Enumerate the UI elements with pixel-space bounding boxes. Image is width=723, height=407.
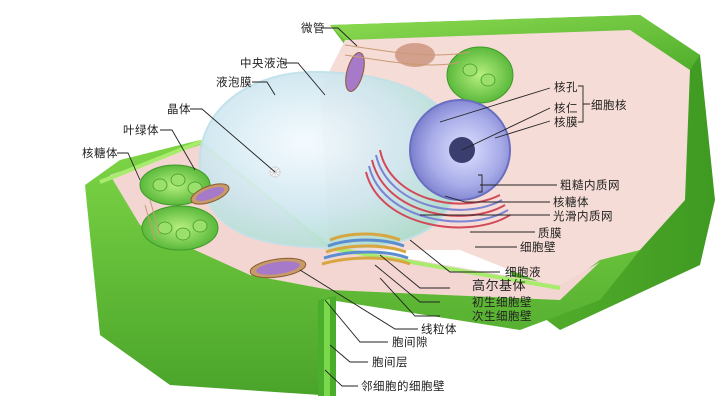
- label-smooth-er: 光滑内质网: [553, 209, 613, 223]
- golgi-apparatus: [321, 232, 411, 266]
- grana-top: [462, 63, 496, 87]
- chloroplast-2: [141, 205, 219, 251]
- label-rough-er: 粗糙内质网: [560, 178, 620, 192]
- label-plasma-membrane: 质膜: [538, 226, 562, 240]
- mitochondrion-1-matrix: [195, 187, 225, 201]
- label-intercellular-space: 胞间隙: [392, 335, 428, 349]
- label-nuclear-pore: 核孔: [554, 80, 578, 94]
- label-microtubule: 微管: [301, 21, 325, 35]
- label-ribosome-left: 核糖体: [82, 146, 118, 160]
- label-nucleolus: 核仁: [554, 101, 578, 115]
- label-middle-lamella: 胞间层: [372, 355, 408, 369]
- rough-er-blue: [368, 154, 509, 223]
- label-secondary-wall: 次生细胞壁: [472, 309, 532, 323]
- label-chloroplast: 叶绿体: [123, 123, 159, 137]
- label-crystal: 晶体: [167, 102, 191, 116]
- plastid: [395, 43, 435, 67]
- label-ribosome-right: 核糖体: [553, 195, 589, 209]
- microtubules: [144, 44, 471, 241]
- label-cell-sap: 细胞液: [505, 265, 541, 279]
- mitochondrion-3: [345, 52, 365, 92]
- chloroplast-3: [446, 46, 514, 104]
- label-adjacent-cell-wall: 邻细胞的细胞壁: [361, 379, 445, 393]
- label-central-vacuole: 中央液泡: [240, 56, 288, 70]
- label-primary-wall: 初生细胞壁: [472, 295, 532, 309]
- label-tonoplast: 液泡膜: [216, 75, 252, 89]
- leader-lines: [117, 27, 590, 387]
- grana: [152, 173, 208, 241]
- label-mitochondrion: 线粒体: [421, 322, 457, 336]
- rough-er: [365, 149, 511, 229]
- label-cell-wall: 细胞壁: [520, 240, 556, 254]
- label-nuclear-envelope: 核膜: [554, 115, 578, 129]
- cell-wall-top: [330, 15, 700, 70]
- label-nucleus-group: 细胞核: [591, 98, 627, 112]
- middle-lamella-strip: [324, 299, 330, 396]
- mitochondrion-2-matrix: [256, 261, 300, 275]
- label-golgi: 高尔基体: [472, 279, 527, 294]
